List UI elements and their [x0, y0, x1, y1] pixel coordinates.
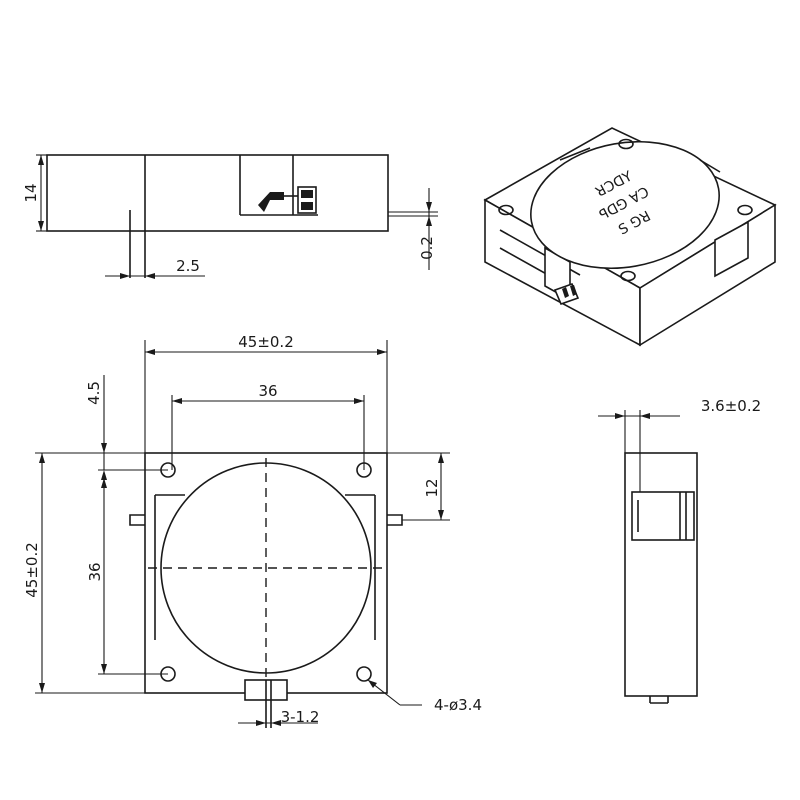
side-standoff-label: 0.2	[418, 236, 436, 260]
iso-hole-4	[620, 270, 636, 282]
top-tab-position-label: 12	[423, 478, 441, 497]
iso-hole-2	[618, 138, 634, 150]
side-height-label: 14	[22, 183, 40, 202]
top-hole-pitch-x-label: 36	[258, 382, 277, 400]
iso-lid	[530, 140, 720, 270]
top-width-label: 45±0.2	[238, 333, 294, 351]
top-hole-br	[356, 666, 372, 682]
end-view-body	[624, 452, 698, 697]
side-view-pin-connector	[258, 186, 317, 214]
end-view-connector	[631, 491, 695, 541]
top-left-tab	[129, 514, 145, 526]
iso-connector	[553, 282, 580, 306]
side-pin-offset-label: 2.5	[176, 257, 200, 275]
iso-hole-3	[737, 204, 753, 216]
side-view: 14 2.5 0.2	[22, 154, 438, 279]
top-hole-callout-label: 4-ø3.4	[434, 696, 482, 714]
iso-lid-edges	[559, 147, 721, 173]
top-right-tab	[387, 514, 403, 526]
end-pin-thickness-label: 3.6±0.2	[701, 397, 761, 415]
end-view: 3.6±0.2	[598, 397, 761, 704]
top-view: 45±0.2 36 4.5 45±0.2 36 12	[23, 333, 482, 728]
iso-view: ꓤꓛꓷꓬ ꟼꓷꓨ ꓯꓛ ꓢ ꓨꓤ	[483, 127, 777, 347]
side-view-body	[46, 154, 389, 232]
top-hole-edge-label: 4.5	[85, 381, 103, 405]
iso-hole-1	[498, 204, 514, 216]
top-inner-outline	[154, 494, 376, 640]
top-height-label: 45±0.2	[23, 542, 41, 598]
top-pin-width-label: 3-1.2	[281, 708, 320, 726]
iso-right-notch	[714, 220, 749, 278]
top-hole-pitch-y-label: 36	[86, 562, 104, 581]
